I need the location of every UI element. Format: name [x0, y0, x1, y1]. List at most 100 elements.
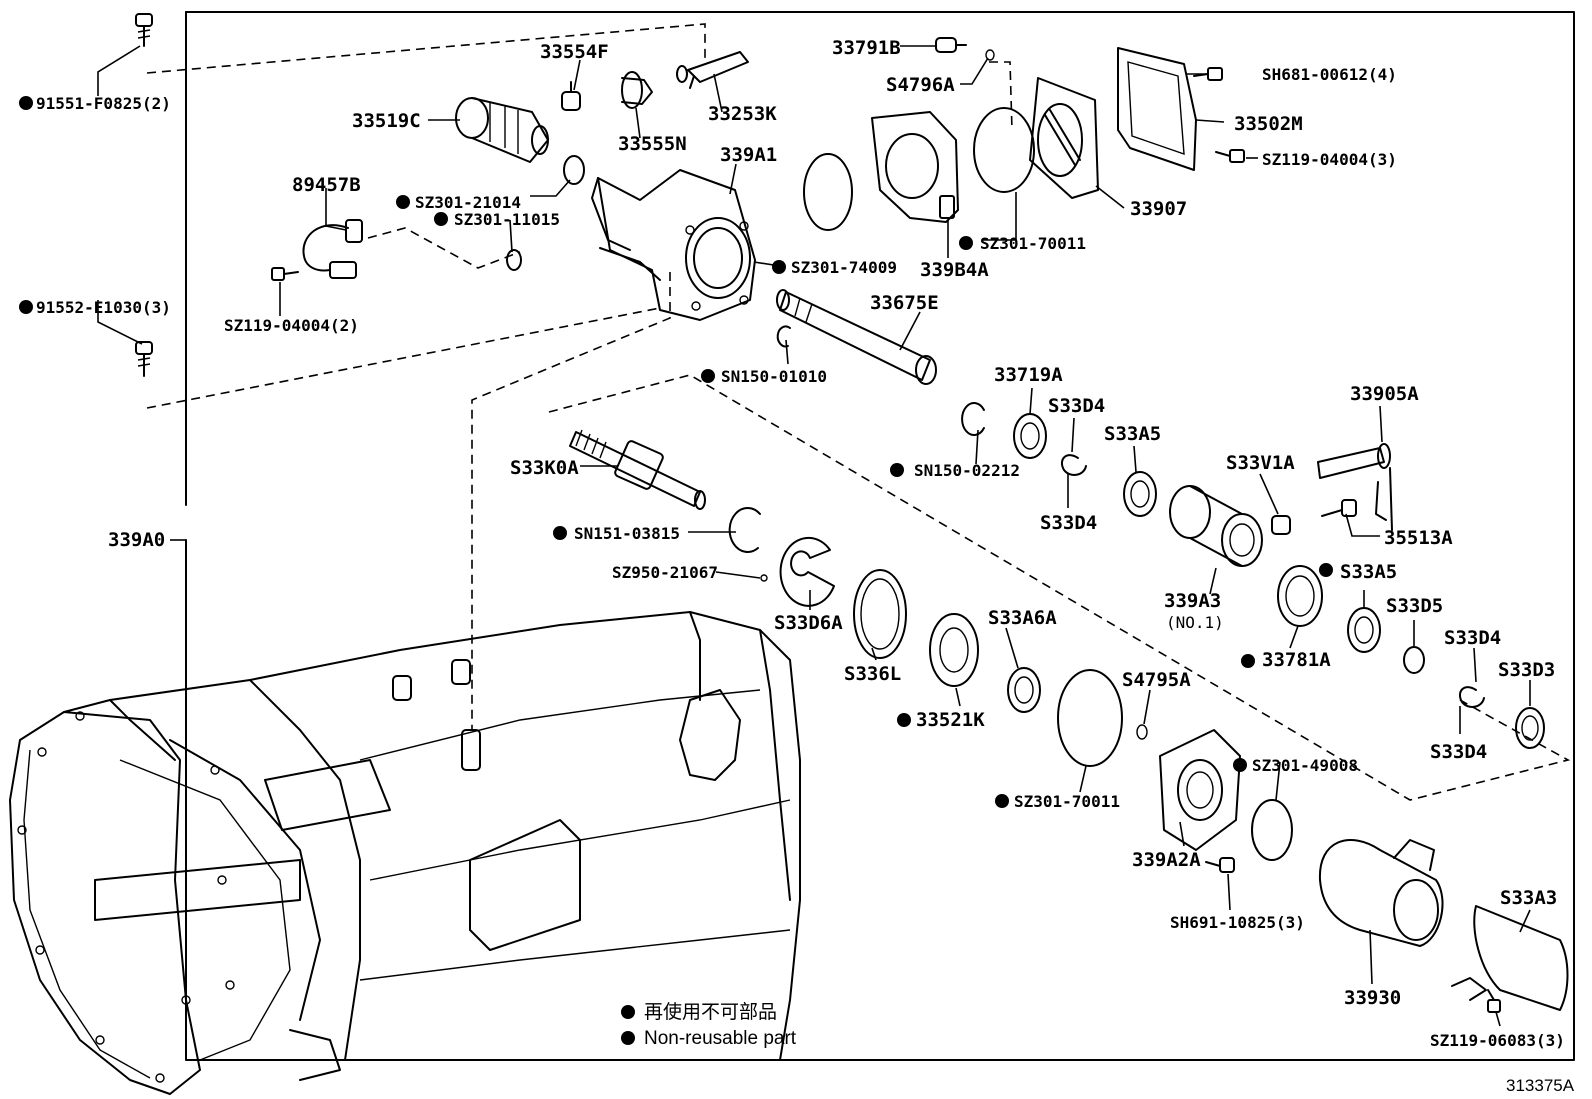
o-ring-SZ301-74009-drawing	[803, 153, 853, 231]
label-33791B[interactable]: 33791B	[832, 37, 901, 59]
label-SZ301-21014[interactable]: SZ301-21014	[415, 193, 521, 212]
washer-S33D3-drawing	[1515, 707, 1545, 749]
label-33930[interactable]: 33930	[1344, 987, 1401, 1009]
label-S33D4-upper[interactable]: S33D4	[1048, 395, 1105, 417]
sleeve-339A3-drawing	[1169, 485, 1263, 567]
label-S33D5[interactable]: S33D5	[1386, 595, 1443, 617]
label-91551-F0825[interactable]: 91551-F0825(2)	[36, 94, 171, 113]
label-SZ119-04004-2[interactable]: SZ119-04004(2)	[224, 316, 359, 335]
label-89457B[interactable]: 89457B	[292, 174, 361, 196]
shaft-33905A-drawing	[1317, 443, 1393, 531]
o-ring-SZ301-49008-drawing	[1251, 799, 1293, 861]
housing-339A1-drawing	[591, 169, 756, 321]
label-33675E[interactable]: 33675E	[870, 292, 939, 314]
part-33554F-drawing	[561, 81, 581, 111]
bolt-91552-drawing	[135, 341, 153, 377]
label-35513A[interactable]: 35513A	[1384, 527, 1453, 549]
label-339A3[interactable]: 339A3	[1164, 590, 1221, 612]
label-S33A6A[interactable]: S33A6A	[988, 607, 1057, 629]
snap-ring-SN150-01010-drawing	[776, 325, 791, 348]
plate-339B4A-drawing	[871, 111, 959, 223]
label-SZ301-11015[interactable]: SZ301-11015	[454, 210, 560, 229]
label-SZ950-21067[interactable]: SZ950-21067	[612, 563, 718, 582]
seal-33719A-drawing	[1013, 413, 1047, 459]
label-SZ301-70011-upper[interactable]: SZ301-70011	[980, 234, 1086, 253]
label-SZ301-49008[interactable]: SZ301-49008	[1252, 756, 1358, 775]
label-33907[interactable]: 33907	[1130, 198, 1187, 220]
label-S4796A[interactable]: S4796A	[886, 74, 955, 96]
part-33555N-drawing	[621, 71, 653, 109]
washer-SZ950-drawing	[760, 574, 768, 582]
bearing-S33A6A-drawing	[1007, 667, 1041, 713]
label-339B4A[interactable]: 339B4A	[920, 259, 989, 281]
legend: 再使用不可部品 Non-reusable part	[644, 1001, 797, 1049]
label-33253K[interactable]: 33253K	[708, 103, 777, 125]
housing-339A2A-drawing	[1159, 729, 1241, 851]
label-S33D3[interactable]: S33D3	[1498, 659, 1555, 681]
label-SH691-10825[interactable]: SH691-10825(3)	[1170, 913, 1305, 932]
label-S33V1A[interactable]: S33V1A	[1226, 452, 1295, 474]
label-SZ301-74009[interactable]: SZ301-74009	[791, 258, 897, 277]
label-S33D6A[interactable]: S33D6A	[774, 612, 843, 634]
leader-lines	[97, 45, 1531, 1027]
label-33521K[interactable]: 33521K	[916, 709, 985, 731]
snap-ring-SN150-02212-drawing	[961, 402, 985, 436]
plate-S33D6A-drawing	[779, 536, 835, 607]
label-S33D4-mid[interactable]: S33D4	[1040, 512, 1097, 534]
bolt-SH691-drawing	[1205, 857, 1235, 873]
label-S33A3[interactable]: S33A3	[1500, 887, 1557, 909]
label-SZ119-06083[interactable]: SZ119-06083(3)	[1430, 1031, 1565, 1050]
shaft-33675E-drawing	[776, 289, 937, 385]
bolt-SZ119-04004-2-drawing	[271, 267, 299, 281]
o-ring-SZ301-70011-lower-drawing	[1057, 669, 1123, 767]
o-ring-SZ301-11015-drawing	[506, 249, 522, 271]
label-33555N[interactable]: 33555N	[618, 133, 687, 155]
label-91552-E1030[interactable]: 91552-E1030(3)	[36, 298, 171, 317]
gasket-33502M-drawing	[1117, 47, 1197, 171]
label-SZ119-04004-3[interactable]: SZ119-04004(3)	[1262, 150, 1397, 169]
label-33502M[interactable]: 33502M	[1234, 113, 1303, 135]
label-SN150-02212[interactable]: SN150-02212	[914, 461, 1020, 480]
part-S4795A-drawing	[1136, 724, 1148, 740]
label-33719A[interactable]: 33719A	[994, 364, 1063, 386]
label-S33D4-bottom[interactable]: S33D4	[1430, 741, 1487, 763]
label-339A3-sub: (NO.1)	[1166, 613, 1224, 632]
sensor-33519C-drawing	[455, 97, 549, 163]
label-S336L[interactable]: S336L	[844, 663, 901, 685]
label-SZ301-70011-lower[interactable]: SZ301-70011	[1014, 792, 1120, 811]
label-339A0[interactable]: 339A0	[108, 529, 165, 551]
label-339A1[interactable]: 339A1	[720, 144, 777, 166]
bearing-S33A5-upper-drawing	[1123, 471, 1157, 517]
label-SN151-03815[interactable]: SN151-03815	[574, 524, 680, 543]
label-S33A5-lower[interactable]: S33A5	[1340, 561, 1397, 583]
assembly-frame	[185, 11, 1575, 1061]
label-S33D4-right[interactable]: S33D4	[1444, 627, 1501, 649]
bolt-SZ119-04004-3-drawing	[1215, 149, 1245, 163]
label-33781A[interactable]: 33781A	[1262, 649, 1331, 671]
label-S33A5-upper[interactable]: S33A5	[1104, 423, 1161, 445]
label-33554F[interactable]: 33554F	[540, 41, 609, 63]
part-33253K-drawing	[676, 51, 749, 89]
label-SH681-00612[interactable]: SH681-00612(4)	[1262, 65, 1397, 84]
label-33905A[interactable]: 33905A	[1350, 383, 1419, 405]
ring-S336L-drawing	[853, 569, 907, 659]
clip-S33D4-upper-drawing	[1060, 454, 1087, 476]
legend-en: Non-reusable part	[644, 1028, 797, 1049]
label-SN150-01010[interactable]: SN150-01010	[721, 367, 827, 386]
label-S33K0A[interactable]: S33K0A	[510, 457, 579, 479]
clip-S33D4-lower-drawing	[1458, 686, 1485, 708]
label-S4795A[interactable]: S4795A	[1122, 669, 1191, 691]
label-339A2A[interactable]: 339A2A	[1132, 849, 1201, 871]
label-33519C[interactable]: 33519C	[352, 110, 421, 132]
snap-ring-SN151-drawing	[728, 507, 761, 553]
o-ring-SZ301-70011-drawing	[973, 107, 1035, 193]
bolt-SZ119-06083-drawing	[1487, 989, 1501, 1013]
bearing-33781A-drawing	[1277, 565, 1323, 627]
part-S33V1A-drawing	[1271, 515, 1291, 535]
seal-33521K-drawing	[929, 613, 979, 687]
transmission-case-drawing	[9, 611, 801, 1095]
part-S4796A-drawing	[985, 49, 995, 61]
shaft-S33K0A-drawing	[569, 429, 706, 510]
bolt-91551-drawing	[135, 13, 153, 47]
